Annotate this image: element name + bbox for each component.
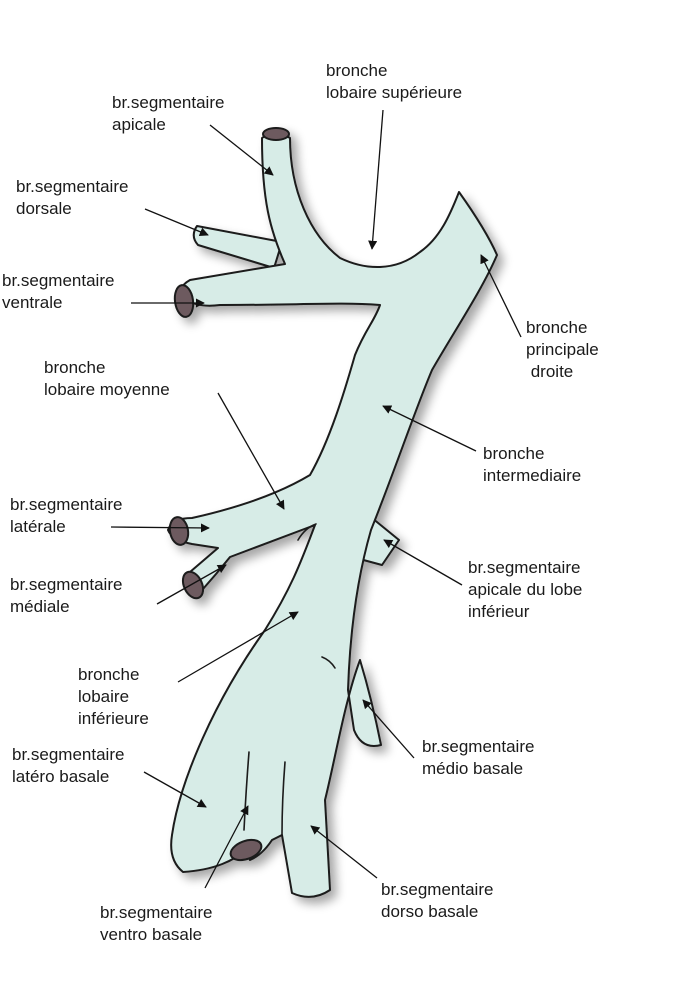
leader-mediale: [156, 564, 227, 605]
label-lobaire-moyenne: bronche lobaire moyenne: [44, 358, 170, 399]
dorsal-segment-stub: [192, 225, 283, 269]
labels: bronche lobaire supérieure br.segmentair…: [2, 61, 604, 944]
leader-principale-droite: [480, 254, 522, 338]
leader-ventro-basale: [204, 805, 249, 889]
ventro-basal-cut: [229, 838, 263, 862]
apical-segment-cut: [262, 127, 290, 141]
leader-dorso-basale: [310, 825, 378, 879]
leader-lobaire-superieure: [368, 109, 384, 250]
label-laterale: br.segmentaire latérale: [10, 495, 127, 536]
medio-basal-fold: [321, 656, 336, 669]
bronchial-tree: [167, 127, 498, 898]
label-lobaire-superieure: bronche lobaire supérieure: [326, 61, 462, 102]
leader-intermediaire: [382, 405, 477, 452]
leader-medio-basale: [362, 699, 415, 759]
label-apicale: br.segmentaire apicale: [112, 93, 229, 134]
ventro-basal-fold-1: [243, 751, 250, 831]
label-medio-basale: br.segmentaire médio basale: [422, 737, 539, 778]
label-lobaire-inferieure: bronche lobaire inférieure: [78, 665, 149, 728]
leader-apicale-lobe-inf: [383, 539, 463, 586]
lateral-segment-cut: [168, 516, 190, 546]
dorso-basal-fold: [281, 761, 286, 836]
label-latero-basale: br.segmentaire latéro basale: [12, 745, 129, 786]
label-dorsale: br.segmentaire dorsale: [16, 177, 133, 218]
label-ventrale: br.segmentaire ventrale: [2, 271, 119, 312]
label-principale-droite: bronche principale droite: [526, 318, 604, 381]
middle-lobe-fold: [297, 523, 317, 541]
leader-apicale: [209, 124, 274, 176]
leader-dorsale: [144, 208, 209, 237]
label-ventro-basale: br.segmentaire ventro basale: [100, 903, 217, 944]
leader-lobaire-moyenne: [217, 392, 285, 510]
leader-latero-basale: [143, 771, 207, 808]
leader-lines: [110, 109, 522, 889]
label-intermediaire: bronche intermediaire: [483, 444, 581, 485]
leader-laterale: [110, 523, 210, 533]
ventral-segment-cut: [173, 284, 195, 318]
label-apicale-lobe-inf: br.segmentaire apicale du lobe inférieur: [468, 558, 587, 621]
leader-lobaire-inferieure: [177, 611, 299, 683]
label-mediale: br.segmentaire médiale: [10, 575, 127, 616]
label-dorso-basale: br.segmentaire dorso basale: [381, 880, 498, 921]
